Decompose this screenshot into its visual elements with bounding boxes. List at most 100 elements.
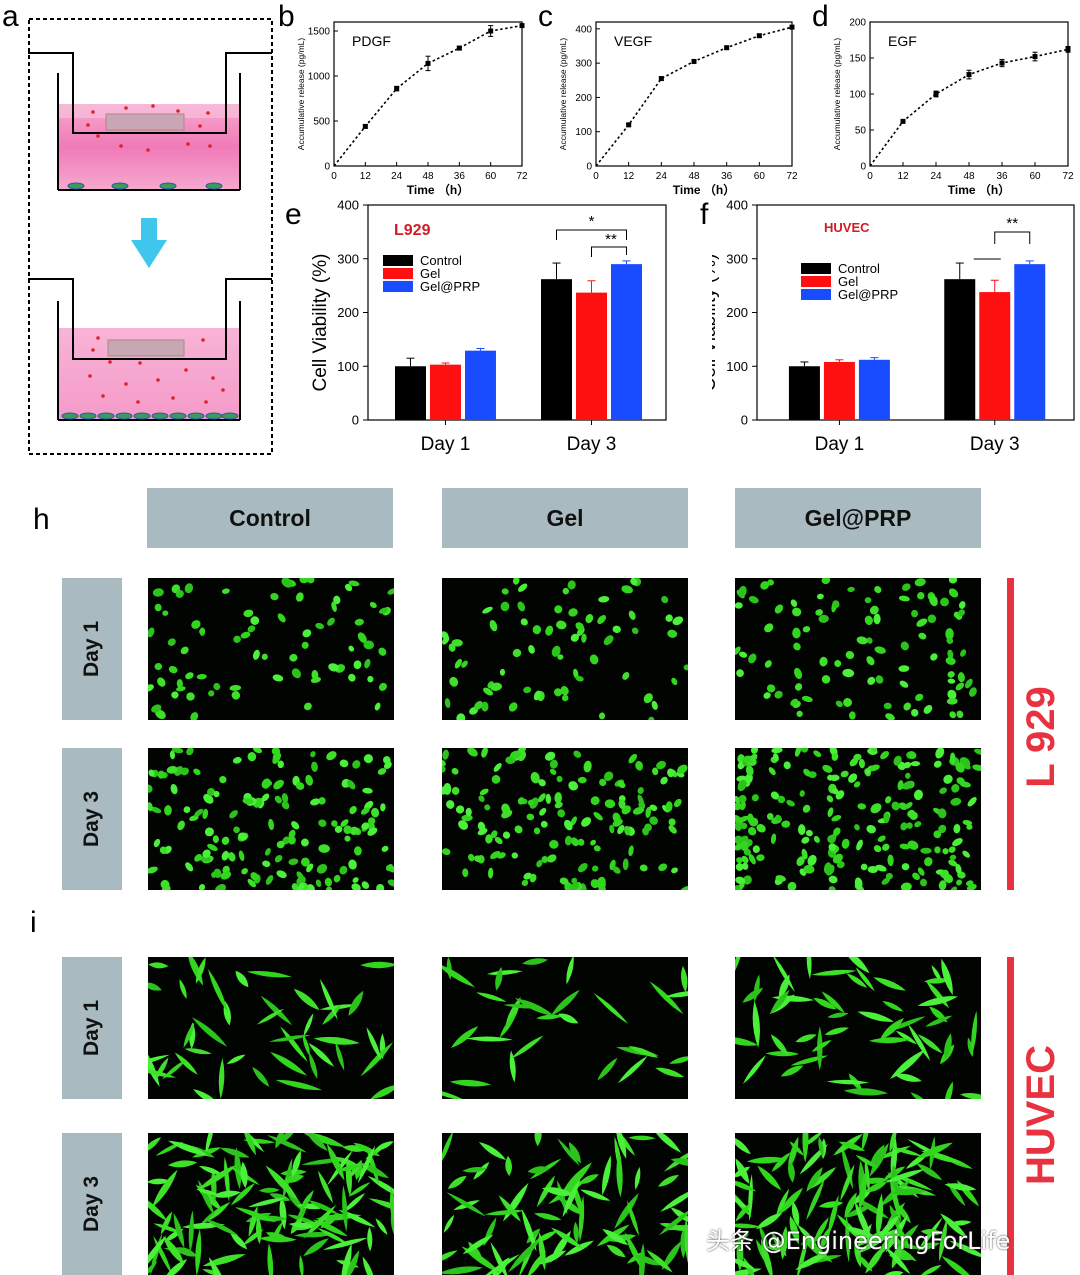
cell (652, 767, 659, 776)
cell (920, 1264, 942, 1275)
cell (948, 578, 958, 584)
cell (202, 808, 209, 819)
x-tick-label: 72 (516, 171, 528, 182)
cell (561, 694, 569, 702)
cell (242, 797, 254, 805)
cell (203, 793, 214, 804)
cell (763, 692, 771, 699)
cell (846, 973, 868, 988)
cell (831, 752, 839, 761)
x-tick-label: 48 (688, 171, 700, 182)
cell (381, 845, 389, 852)
cell (523, 686, 532, 694)
cell (649, 816, 658, 825)
cell (865, 1181, 887, 1193)
cell (823, 862, 832, 874)
cell (858, 1170, 867, 1211)
cell (387, 879, 394, 887)
cell (673, 798, 682, 808)
cell (583, 760, 592, 773)
cell (205, 1133, 215, 1156)
cell (167, 638, 176, 646)
cell (207, 968, 228, 1013)
cell (853, 781, 861, 788)
cell (240, 631, 251, 639)
cell (207, 843, 218, 851)
micrograph-l929-control-day1 (148, 578, 394, 720)
cell (826, 1079, 870, 1085)
cell (454, 658, 462, 669)
cell (667, 768, 675, 778)
cell (571, 877, 578, 884)
well-after (28, 278, 272, 421)
cell (367, 817, 376, 825)
cell (252, 748, 262, 754)
micrograph-huvec-gel-day1 (442, 957, 688, 1099)
cell (293, 988, 320, 1011)
micrograph-l929-control-day3 (148, 748, 394, 890)
data-point (966, 72, 972, 78)
cell (923, 704, 933, 714)
cell (246, 970, 292, 978)
cell (303, 702, 312, 711)
cell (311, 670, 319, 680)
cell (911, 708, 919, 717)
cell (277, 760, 284, 769)
cell (258, 1187, 280, 1193)
cell (760, 581, 770, 590)
watermark-text: 头条 @EngineeringForLife (706, 1227, 1011, 1255)
panel-label-d: d (812, 0, 829, 33)
cell (950, 797, 962, 806)
cell (624, 825, 631, 836)
cell (740, 835, 749, 844)
cell (841, 838, 850, 849)
cell (878, 1214, 900, 1239)
panel-label-f: f (700, 198, 709, 231)
cell (238, 832, 248, 841)
cell (360, 1042, 394, 1077)
cell (483, 687, 494, 696)
micrograph-image (735, 748, 981, 890)
down-arrow-icon (131, 218, 167, 268)
cell (568, 608, 578, 617)
cell (845, 650, 855, 660)
cell (465, 807, 472, 817)
cell (540, 820, 548, 828)
cell (832, 788, 839, 795)
cell (288, 829, 296, 839)
cell (153, 838, 161, 848)
cell (856, 839, 863, 851)
cell (628, 1135, 656, 1141)
chart-title: PDGF (352, 33, 391, 49)
cell (855, 967, 875, 992)
significance-star: * (589, 213, 595, 230)
cell (282, 836, 291, 845)
cell (966, 824, 973, 830)
cell (894, 1073, 922, 1082)
x-tick-label: 12 (897, 171, 909, 182)
cell (348, 580, 360, 587)
cell (526, 813, 535, 821)
y-tick-label: 100 (849, 90, 866, 101)
cell (380, 803, 386, 812)
cell (191, 620, 201, 629)
cell (873, 977, 906, 991)
cell (564, 835, 572, 846)
cell (478, 1141, 507, 1161)
cell (764, 660, 772, 668)
cell (740, 841, 749, 852)
cell (581, 883, 587, 890)
cell (827, 1012, 849, 1019)
panel-label-h: h (33, 503, 50, 536)
cell (354, 618, 364, 626)
cell (771, 748, 783, 754)
cell (740, 822, 748, 830)
micrograph-image (735, 957, 981, 1099)
cell (533, 827, 541, 835)
cell (773, 753, 779, 762)
cell (559, 877, 569, 885)
cell-layer (442, 1133, 688, 1275)
cell (903, 761, 912, 769)
row-header-huvec-day3: Day 3 (62, 1133, 122, 1275)
cell (774, 690, 783, 699)
